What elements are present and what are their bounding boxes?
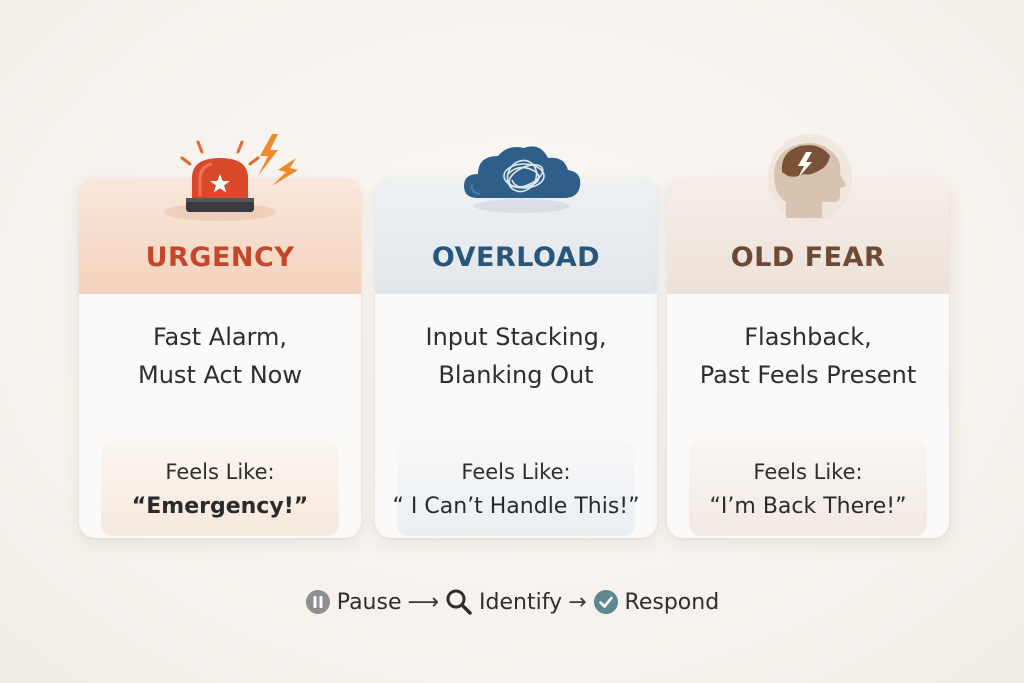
alarm-siren-icon [164,134,298,221]
flow-step-pause: Pause [305,589,402,615]
magnifier-icon [446,589,472,615]
head-lightning-icon [768,134,852,222]
flow-step-pause-label: Pause [336,589,402,615]
old-fear-description: Flashback, Past Feels Present [667,318,949,394]
overload-title: OVERLOAD [431,242,601,273]
overload-feels-label: Feels Like: [461,460,571,484]
old-fear-desc-line-2: Past Feels Present [699,361,917,389]
urgency-desc-line-2: Must Act Now [138,361,302,389]
tangled-cloud-icon [464,146,581,213]
urgency-quote: “Emergency!” [131,494,309,519]
urgency-feels-label: Feels Like: [165,460,275,484]
urgency-desc-line-1: Fast Alarm, [152,323,288,351]
old-fear-feels-label: Feels Like: [753,460,863,484]
urgency-card: URGENCY Fast Alarm, Must Act Now Feels L… [79,178,361,538]
urgency-description: Fast Alarm, Must Act Now [79,318,361,394]
overload-card: OVERLOAD Input Stacking, Blanking Out Fe… [375,178,657,538]
overload-description: Input Stacking, Blanking Out [375,318,657,394]
flow-arrow-2: → [568,589,587,615]
urgency-title: URGENCY [145,242,295,273]
urgency-feels-panel [101,440,339,536]
flow-step-identify-label: Identify [479,589,563,615]
overload-quote: “ I Can’t Handle This!” [392,494,640,519]
old-fear-desc-line-1: Flashback, [744,323,872,351]
overload-feels-panel [397,440,635,536]
old-fear-quote: “I’m Back There!” [709,494,907,519]
flow-step-respond-label: Respond [624,589,720,615]
old-fear-feels-panel [689,440,927,536]
pause-icon [305,590,330,614]
check-circle-icon [593,590,618,614]
overload-desc-line-2: Blanking Out [438,361,594,389]
flow-arrow-1: ⟶ [407,589,440,615]
process-flow: Pause ⟶ Identify → Respond [0,584,1024,620]
flow-step-respond: Respond [593,589,720,615]
flow-step-identify: Identify [445,588,562,616]
old-fear-card: OLD FEAR Flashback, Past Feels Present F… [667,178,949,538]
old-fear-title: OLD FEAR [730,242,886,273]
overload-desc-line-1: Input Stacking, [425,323,607,351]
